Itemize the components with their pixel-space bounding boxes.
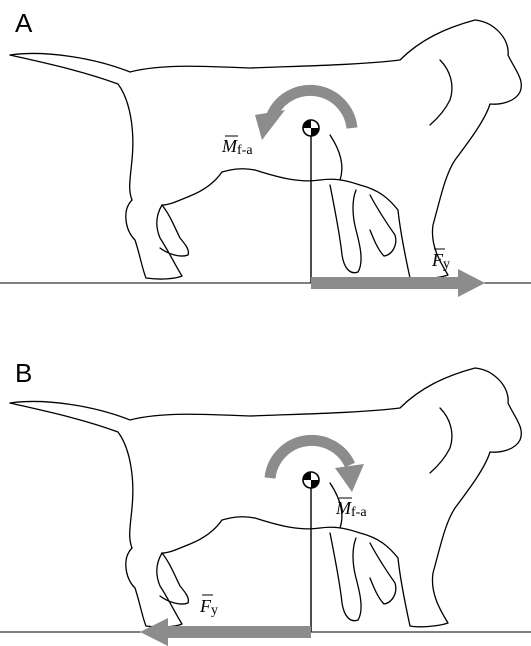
moment-label-a: Mf-a xyxy=(221,136,253,158)
panel-b-letter: B xyxy=(15,358,32,388)
moment-subscript-b: f-a xyxy=(351,505,367,520)
center-of-mass-icon xyxy=(303,472,319,488)
force-arrow-body-a xyxy=(311,277,461,289)
center-of-mass-icon xyxy=(303,120,319,136)
force-arrow-body-b xyxy=(165,626,311,638)
moment-label-b: Mf-a xyxy=(335,498,367,520)
force-label-b: Fy xyxy=(199,596,218,618)
moment-symbol-a: M xyxy=(221,136,238,156)
moment-arrowhead-a xyxy=(255,110,285,140)
force-subscript-a: y xyxy=(443,257,450,272)
force-arrowhead-a xyxy=(458,269,485,297)
moment-subscript-a: f-a xyxy=(237,143,253,158)
panel-a-letter: A xyxy=(15,8,33,38)
panel-a: A Mf-a Fy xyxy=(0,8,531,297)
moment-symbol-b: M xyxy=(335,498,352,518)
panel-b: B Mf-a Fy xyxy=(0,358,531,646)
dog-outline-b xyxy=(10,368,521,627)
force-subscript-b: y xyxy=(211,603,218,618)
force-label-a: Fy xyxy=(431,250,450,272)
moment-arrowhead-b xyxy=(335,464,364,492)
dog-outline-a xyxy=(10,20,521,279)
